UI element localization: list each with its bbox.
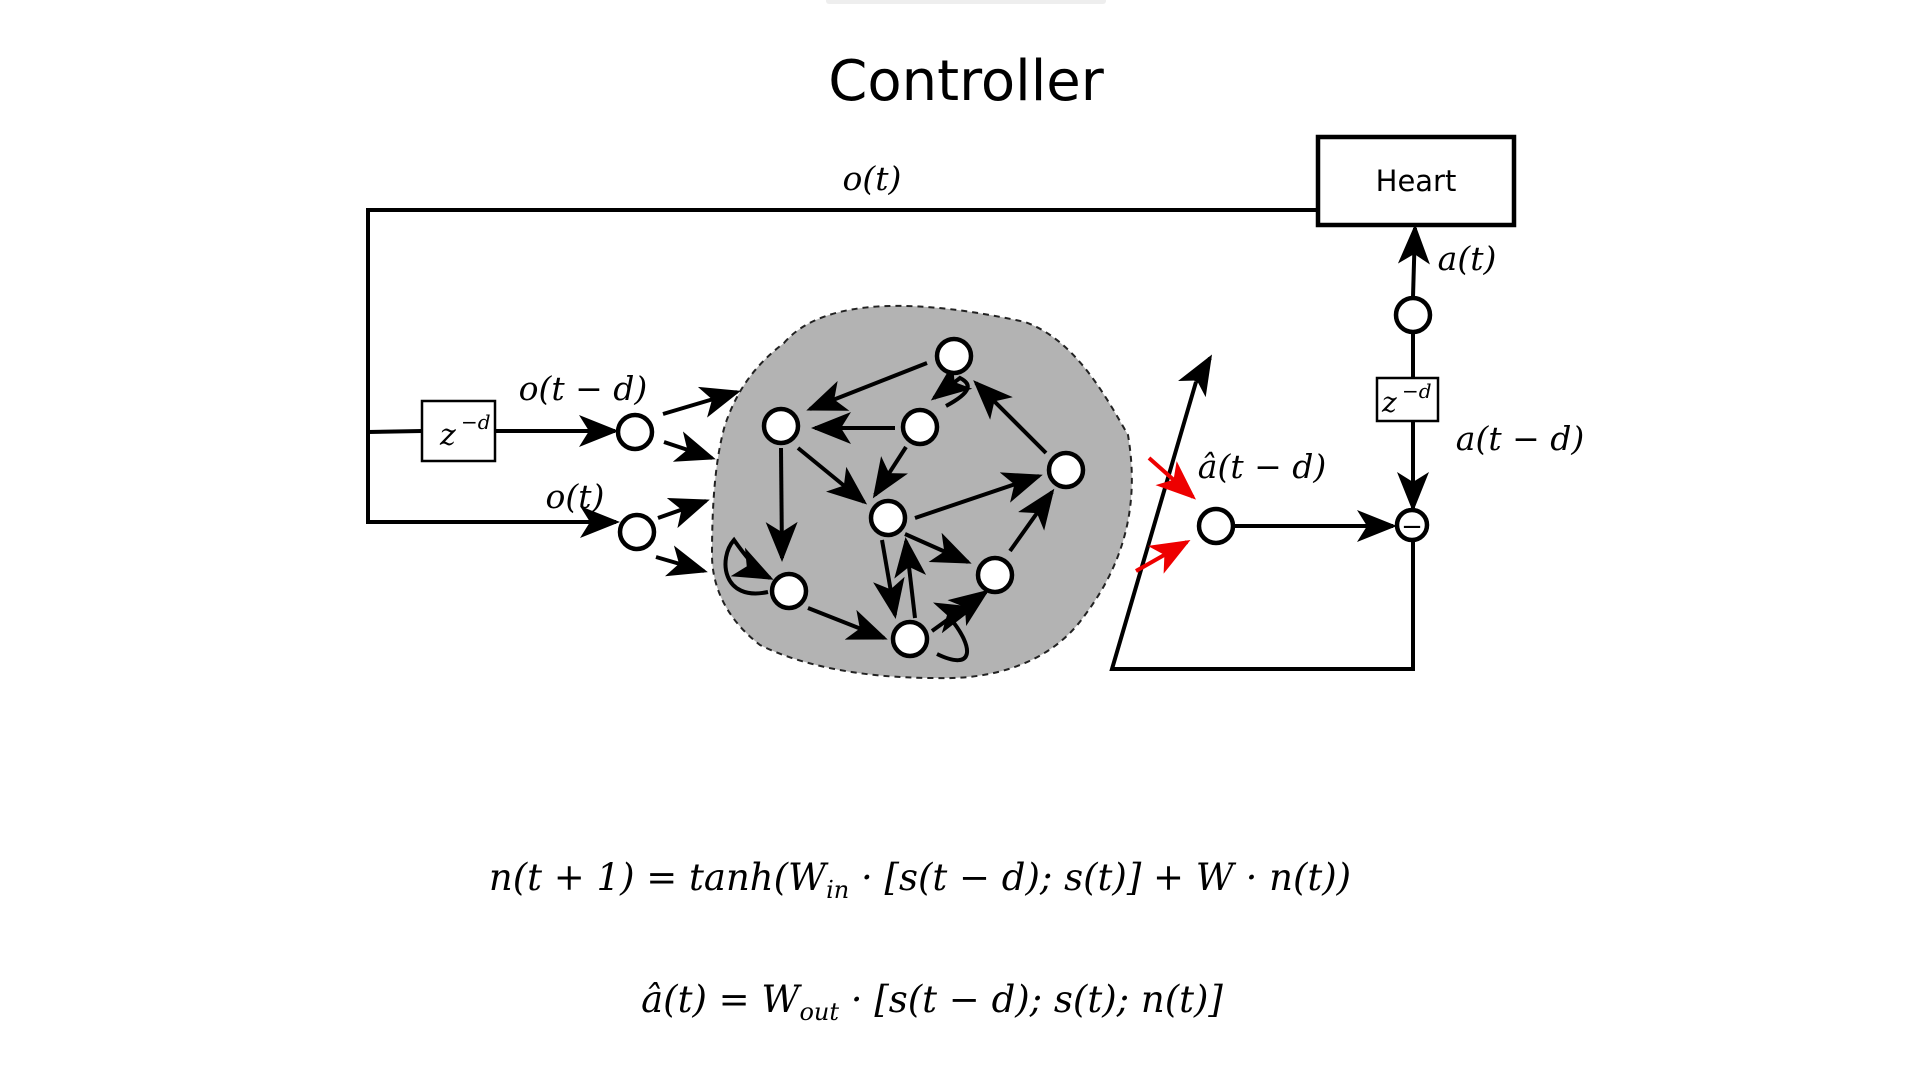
eq1-lhs: n(t + 1) = tanh(W bbox=[489, 856, 829, 899]
reservoir-blob bbox=[710, 304, 1133, 680]
delay-branch-line bbox=[367, 429, 423, 434]
subtract-symbol: − bbox=[1401, 512, 1423, 542]
label-action: a(t) bbox=[1438, 239, 1497, 278]
eq1-subscript: in bbox=[826, 876, 849, 904]
eq2-lhs: â(t) = W bbox=[641, 978, 802, 1021]
eq2-subscript: out bbox=[799, 998, 839, 1026]
input-node-delayed bbox=[615, 412, 655, 452]
action-node bbox=[1393, 295, 1433, 335]
diagram-title: Controller bbox=[828, 49, 1104, 114]
label-observation-top: o(t) bbox=[843, 159, 902, 198]
equation-readout: â(t) = Wout · [s(t − d); s(t); n(t)] bbox=[641, 978, 1223, 1026]
subtract-node: − bbox=[1394, 507, 1430, 543]
heart-block: Heart bbox=[1315, 134, 1517, 228]
reservoir-connections bbox=[723, 361, 1055, 663]
readout-wedge-line bbox=[1109, 381, 1415, 671]
readout-weight-arrows bbox=[1135, 456, 1196, 574]
delay-right-base: z bbox=[1381, 386, 1397, 419]
equation-state-update: n(t + 1) = tanh(Win · [s(t − d); s(t)] +… bbox=[489, 856, 1351, 904]
heart-label: Heart bbox=[1376, 164, 1457, 198]
delay-block-right: z −d bbox=[1375, 376, 1440, 423]
delay-right-exponent: −d bbox=[1402, 379, 1432, 403]
input-node-current bbox=[617, 512, 657, 552]
label-observation-now: o(t) bbox=[546, 477, 605, 516]
delay-left-exponent: −d bbox=[461, 410, 491, 434]
delay-left-base: z bbox=[439, 418, 456, 453]
input-weight-arrows bbox=[655, 386, 741, 577]
readout-wedge-arrow bbox=[1178, 354, 1213, 398]
delay-block-left: z −d bbox=[420, 399, 497, 463]
label-observation-delayed: o(t − d) bbox=[519, 369, 648, 408]
eq1-rhs: · [s(t − d); s(t)] + W · n(t)) bbox=[849, 856, 1351, 899]
arrow-action-to-heart bbox=[1397, 224, 1430, 298]
eq2-rhs: · [s(t − d); s(t); n(t)] bbox=[839, 978, 1223, 1021]
top-handle-bar bbox=[826, 0, 1106, 4]
label-action-delayed: a(t − d) bbox=[1456, 419, 1584, 458]
reservoir-nodes bbox=[761, 336, 1086, 659]
action-estimate-node bbox=[1196, 506, 1236, 546]
label-action-estimate: â(t − d) bbox=[1198, 447, 1326, 486]
